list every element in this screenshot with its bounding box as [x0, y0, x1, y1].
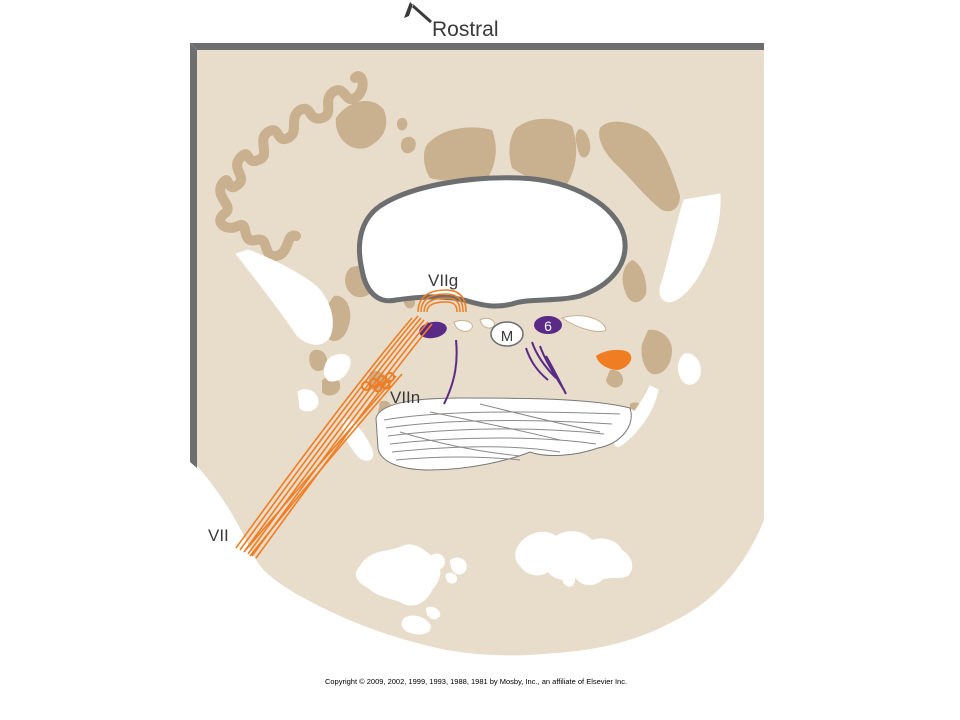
cerebellar-folia [215, 71, 368, 261]
gray-matter-blobs [309, 100, 680, 419]
ventricle-lumen [363, 181, 621, 301]
abducens-label: 6 [544, 318, 552, 334]
pons-tissue [197, 50, 764, 656]
abducens-nerve-fibers [443, 339, 567, 405]
tissue-shadow [190, 43, 764, 560]
copyright-text: Copyright © 2009, 2002, 1999, 1993, 1988… [325, 677, 627, 686]
rostral-label: Rostral [432, 18, 499, 41]
vii-genu-label: VIIg [428, 271, 458, 290]
rostral-arrow-icon [404, 2, 432, 24]
mlf-structure [490, 321, 524, 347]
orange-nucleus-right [596, 349, 632, 370]
vii-nerve-label: VII [208, 526, 229, 545]
inferior-white-blobs [355, 531, 633, 635]
abducens-nuclei [419, 316, 562, 339]
facial-nerve-fibers [235, 315, 433, 559]
vii-nucleus-label: VIIn [390, 388, 420, 407]
pontine-fibers [375, 397, 632, 471]
facial-genu [417, 289, 467, 313]
mlf-label: M [501, 328, 514, 345]
midline-structures [453, 315, 607, 332]
